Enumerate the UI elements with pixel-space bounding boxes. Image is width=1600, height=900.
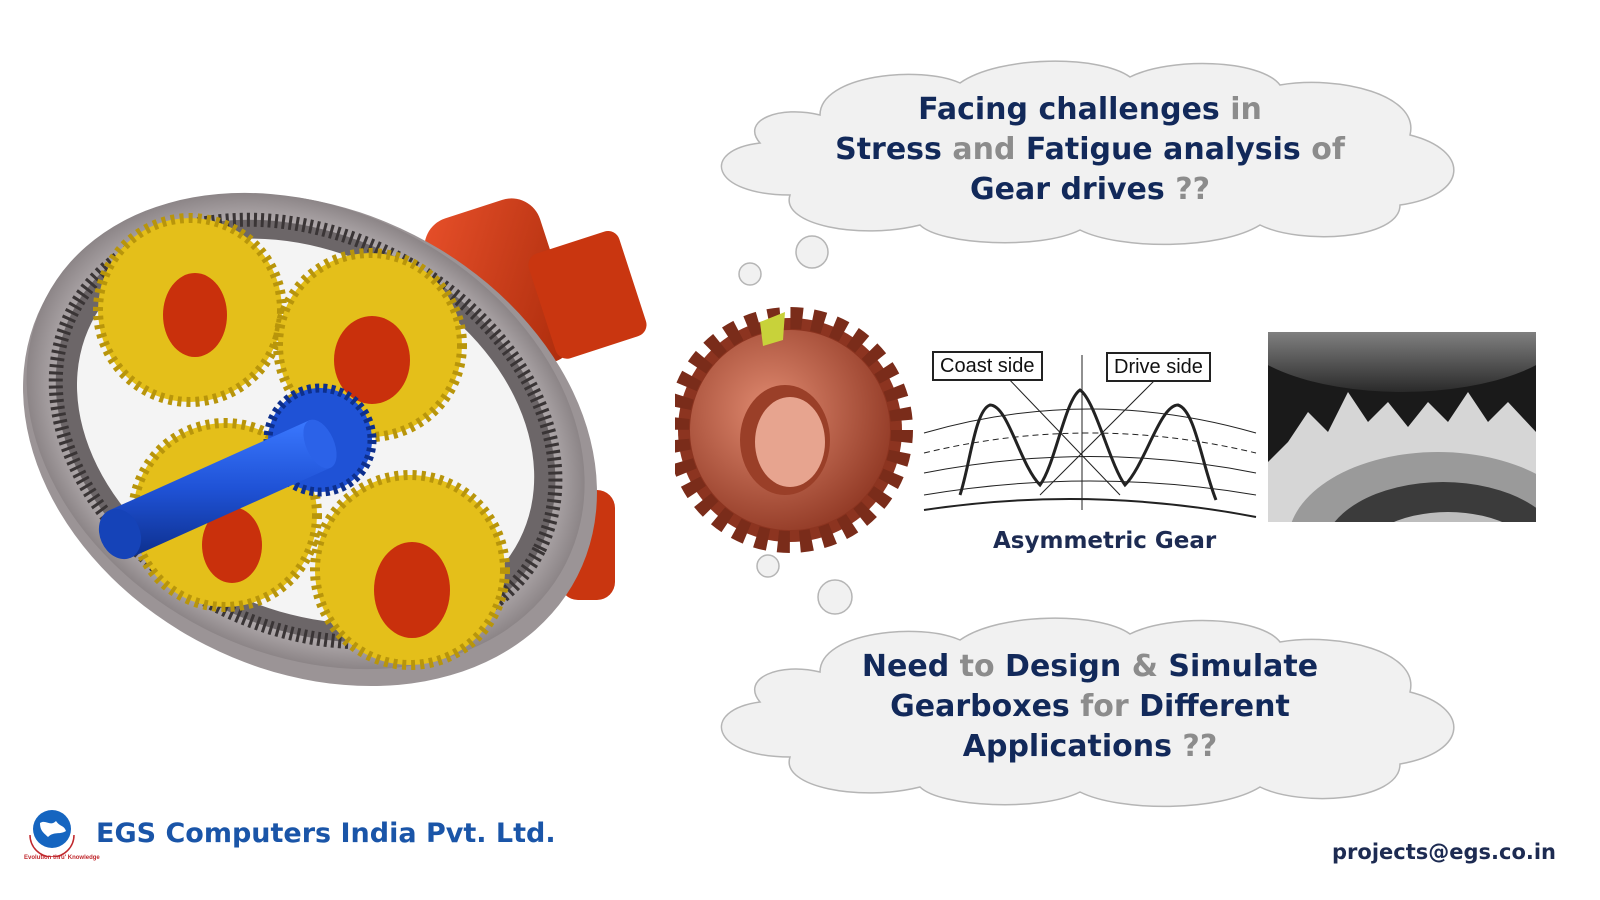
asymmetric-gear-diagram <box>923 355 1257 518</box>
egs-logo-icon <box>29 810 75 857</box>
planet-gear-top-left <box>93 213 287 407</box>
helical-gear-image <box>675 307 913 553</box>
logo-tagline: Evolution thru' Knowledge <box>24 855 100 861</box>
thought-cloud-top <box>720 60 1455 246</box>
asymmetric-gear-caption: Asymmetric Gear <box>993 528 1217 554</box>
gear-photo <box>1268 332 1536 522</box>
thought-cloud-bottom <box>720 617 1455 808</box>
planet-gear-bottom-right <box>310 470 510 670</box>
planetary-gearbox-illustration <box>23 192 647 687</box>
coast-side-label: Coast side <box>932 351 1043 381</box>
cloud-top-line-1: Facing challenges in <box>918 92 1262 127</box>
cloud-top-line-3: Gear drives ?? <box>969 172 1210 207</box>
company-name: EGS Computers India Pvt. Ltd. <box>96 818 556 849</box>
cloud-bottom-line-1: Need to Design & Simulate <box>861 649 1319 684</box>
sun-gear-and-shaft <box>98 383 377 560</box>
cloud-bottom-line-3: Applications ?? <box>962 729 1218 764</box>
thought-bubbles <box>738 235 853 615</box>
drive-side-label: Drive side <box>1106 352 1211 382</box>
cloud-bottom-line-2: Gearboxes for Different <box>890 689 1290 724</box>
cloud-top-text: Facing challenges in Stress and Fatigue … <box>760 90 1420 210</box>
contact-email[interactable]: projects@egs.co.in <box>1332 840 1556 864</box>
cloud-bottom-text: Need to Design & Simulate Gearboxes for … <box>760 647 1420 767</box>
cloud-top-line-2: Stress and Fatigue analysis of <box>835 132 1345 167</box>
